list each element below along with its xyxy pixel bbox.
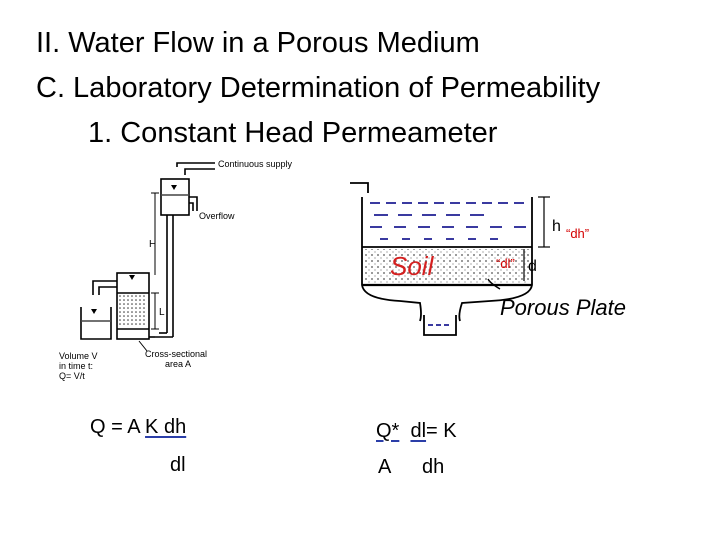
volume-label-1: Volume V [59, 351, 98, 361]
h-label: H [149, 239, 156, 250]
cross-section-label-1: Cross-sectional [145, 349, 207, 359]
soil-column-sketch: h d Soil Porous Plate [350, 182, 626, 336]
permeameter-schematic: Continuous supply Overflow H L Volume V … [59, 159, 293, 381]
cross-section-label-2: area A [165, 359, 191, 369]
l-label: L [159, 307, 165, 318]
equation-right-equals-k: = K [426, 420, 457, 442]
heading-line-2: C. Laboratory Determination of Permeabil… [36, 72, 601, 104]
dh-callout: “dh” [566, 226, 590, 241]
continuous-supply-label: Continuous supply [218, 159, 293, 169]
equation-left-numerator: K dh [145, 416, 187, 438]
equation-right-a: A [378, 456, 392, 478]
porous-plate-label: Porous Plate [500, 295, 626, 320]
heading-line-1: II. Water Flow in a Porous Medium [36, 27, 480, 59]
volume-label-3: Q= V/t [59, 371, 85, 381]
heading-line-3: 1. Constant Head Permeameter [88, 117, 498, 149]
equation-right-top: Q* dl= K [376, 420, 457, 443]
d-dimension-label: d [528, 258, 537, 275]
equation-right-qstar: Q* [376, 420, 400, 442]
h-dimension-label: h [552, 218, 561, 235]
equation-left-prefix: Q = A [90, 416, 146, 438]
volume-label-2: in time t: [59, 361, 93, 371]
dl-callout: “dl” [496, 256, 515, 271]
soil-label: Soil [390, 251, 435, 281]
overflow-label: Overflow [199, 211, 235, 221]
equation-right-dl: dl [410, 420, 427, 442]
equation-left-denominator: dl [170, 454, 186, 476]
equation-right-dh: dh [422, 456, 445, 478]
equation-left-top: Q = A K dh [90, 416, 186, 439]
